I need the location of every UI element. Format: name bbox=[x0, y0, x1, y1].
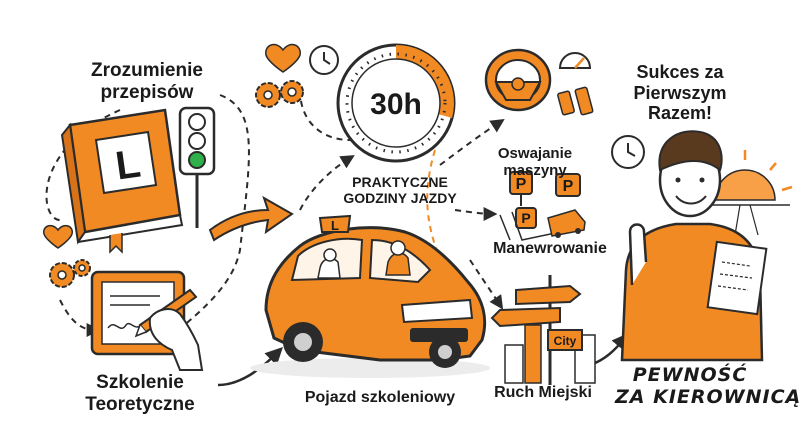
gear-icon bbox=[255, 82, 281, 108]
dashed-path bbox=[454, 206, 498, 221]
training-car-icon: L bbox=[250, 214, 490, 378]
parking-lines bbox=[499, 211, 561, 241]
parking-letter: P bbox=[516, 176, 527, 193]
label-rules: Zrozumienie przepisów bbox=[72, 60, 222, 104]
label-confidence-line1: PEWNOŚĆ bbox=[632, 364, 748, 386]
label-training-vehicle: Pojazd szkoleniowy bbox=[304, 389, 456, 406]
label-rules-line2: przepisów bbox=[100, 81, 194, 103]
dashed-path bbox=[59, 299, 101, 337]
label-getting-used: Oswajanie maszyny bbox=[480, 145, 590, 180]
label-theory-training: Szkolenie Teoretyczne bbox=[70, 372, 210, 416]
parking-letter: P bbox=[563, 178, 574, 195]
parking-sign-icon: P bbox=[555, 173, 581, 197]
pedals-icon bbox=[557, 86, 594, 116]
gear-icon bbox=[73, 259, 91, 277]
city-skyline-icon bbox=[504, 324, 596, 384]
label-rules-line1: Zrozumienie bbox=[91, 60, 203, 81]
clock-hours-text: 30h bbox=[370, 88, 422, 121]
speedometer-icon bbox=[558, 52, 592, 69]
sun-icon bbox=[697, 150, 793, 236]
gear-icon bbox=[280, 80, 304, 104]
label-success-line3: Razem! bbox=[647, 103, 713, 124]
label-getting-used-line2: maszyny bbox=[503, 162, 567, 180]
book-badge-letter: L bbox=[113, 142, 143, 189]
parking-sign-icon: P bbox=[509, 171, 533, 206]
parking-sign-icon: P bbox=[515, 207, 537, 229]
label-confidence-line2: ZA KIEROWNICĄ bbox=[615, 385, 800, 408]
dashed-path bbox=[426, 149, 439, 256]
label-success: Sukces za Pierwszym Razem! bbox=[605, 62, 755, 124]
dashed-path bbox=[439, 118, 505, 166]
label-theory-line1: Szkolenie bbox=[96, 372, 184, 393]
hours-clock-icon: 30h bbox=[336, 43, 456, 163]
hand-icon bbox=[148, 308, 204, 371]
label-city-traffic: Ruch Miejski bbox=[494, 384, 592, 401]
label-practice-hours: PRAKTYCZNE GODZINY JAZDY bbox=[330, 174, 470, 206]
dashed-path bbox=[45, 109, 121, 221]
direction-sign-icon: City bbox=[490, 275, 583, 385]
car-roof-badge-letter: L bbox=[331, 218, 339, 233]
label-practice-line2: GODZINY JAZDY bbox=[343, 190, 457, 207]
orange-arrow-icon bbox=[208, 195, 294, 242]
steering-wheel-icon bbox=[484, 48, 552, 112]
label-theory-line2: Teoretyczne bbox=[85, 393, 195, 415]
dashed-path bbox=[299, 89, 351, 141]
label-success-line1: Sukces za bbox=[636, 62, 724, 82]
heart-icon bbox=[265, 43, 301, 73]
mini-car-icon bbox=[547, 209, 586, 238]
dashed-path bbox=[299, 155, 355, 211]
label-confidence: PEWNOŚĆ ZA KIEROWNICĄ bbox=[615, 364, 800, 409]
label-maneuvering: Manewrowanie bbox=[493, 240, 607, 257]
label-getting-used-line1: Oswajanie bbox=[497, 145, 573, 162]
heart-icon bbox=[43, 224, 73, 249]
dashed-path bbox=[469, 259, 504, 310]
parking-letter: P bbox=[521, 210, 530, 226]
happy-driver-figure bbox=[620, 130, 768, 362]
label-success-line2: Pierwszym bbox=[633, 82, 727, 103]
label-practice-line1: PRAKTYCZNE bbox=[352, 174, 448, 190]
clock-icon bbox=[611, 135, 645, 169]
arrow-icon bbox=[217, 347, 283, 387]
clock-icon bbox=[309, 45, 339, 75]
gear-icon bbox=[49, 262, 75, 288]
traffic-light-icon bbox=[178, 106, 216, 228]
city-sign-text: City bbox=[554, 334, 577, 348]
rulebook-icon: L bbox=[60, 108, 184, 254]
